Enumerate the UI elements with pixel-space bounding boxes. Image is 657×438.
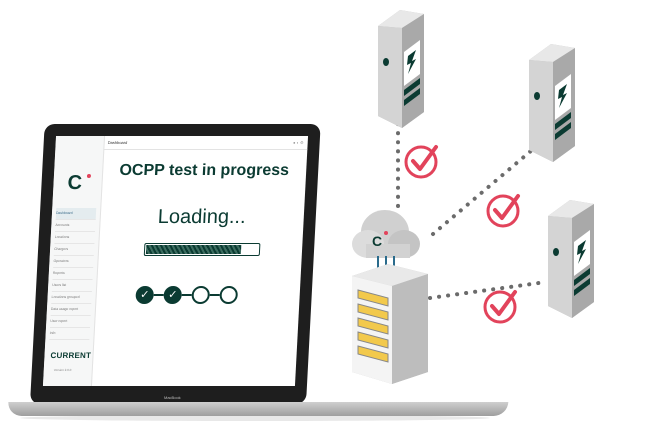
connection-line-right [431, 148, 534, 236]
ev-charger-right [529, 44, 575, 162]
lightning-icon [577, 240, 586, 264]
lightning-icon [407, 50, 416, 74]
ev-charger-bottom [548, 200, 594, 318]
cloud-logo: C [372, 233, 382, 249]
laptop-shadow [20, 415, 490, 421]
connection-lines [396, 122, 548, 300]
check-icon-bottom [483, 290, 517, 324]
ev-charger-top [378, 10, 424, 128]
server-rack [352, 264, 428, 384]
check-icon-top [404, 145, 438, 179]
check-icon-right [486, 194, 520, 228]
cloud-icon: C [352, 210, 420, 258]
check-icons [404, 145, 520, 324]
connection-line-bottom [428, 280, 548, 300]
server-drives [357, 289, 389, 363]
lightning-icon [558, 84, 567, 108]
laptop-brand-label: MacBook [164, 395, 181, 400]
